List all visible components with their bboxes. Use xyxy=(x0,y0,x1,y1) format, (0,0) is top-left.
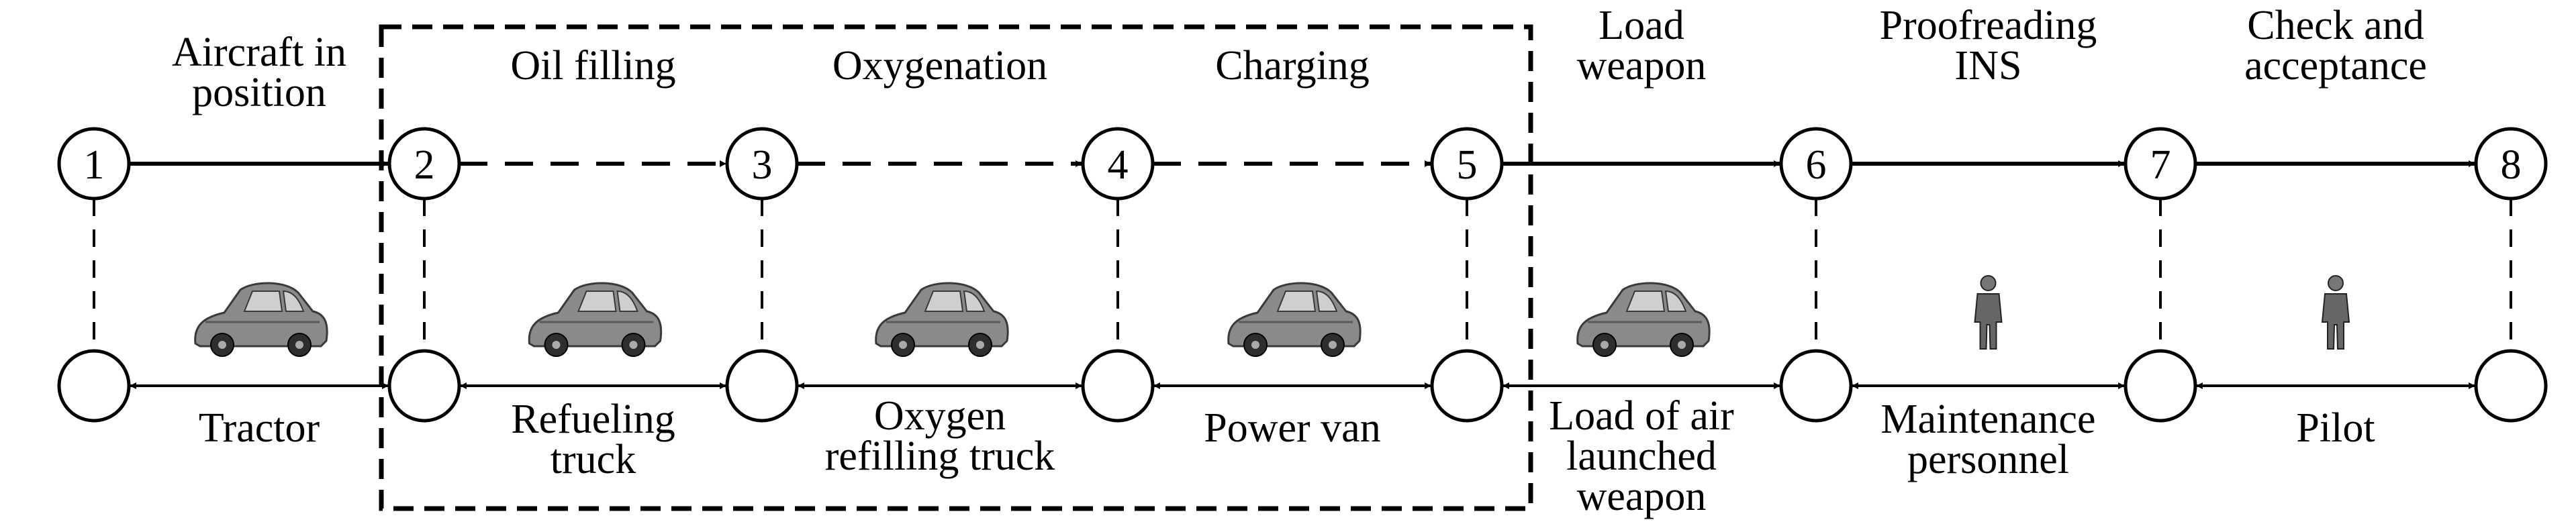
person-icon xyxy=(1974,275,2003,350)
resource-label: Refueling xyxy=(511,397,675,442)
process-node-number: 7 xyxy=(2150,142,2171,188)
process-node-number: 4 xyxy=(1108,142,1129,188)
resource-label: truck xyxy=(551,437,636,482)
resource-label: refilling truck xyxy=(825,433,1055,479)
process-node xyxy=(2474,127,2548,201)
process-node-number: 6 xyxy=(1806,142,1827,188)
resource-label: Pilot xyxy=(2296,405,2375,451)
car-icon xyxy=(528,282,663,357)
process-node xyxy=(725,127,799,201)
resource-label: Power van xyxy=(1204,405,1380,451)
process-node-number: 1 xyxy=(84,142,105,188)
step-label: INS xyxy=(1955,43,2022,89)
car-icon xyxy=(1227,282,1362,357)
process-node-number: 3 xyxy=(752,142,773,188)
resource-icons xyxy=(194,275,2350,357)
resource-node xyxy=(1430,349,1504,423)
resource-label: weapon xyxy=(1577,474,1707,519)
person-icon xyxy=(2321,275,2350,350)
step-label: Charging xyxy=(1215,43,1370,89)
process-node-number: 5 xyxy=(1457,142,1478,188)
resource-node xyxy=(725,349,799,423)
vertical-links xyxy=(93,199,2512,351)
car-icon xyxy=(875,282,1009,357)
process-node xyxy=(1779,127,1853,201)
resource-label: launched xyxy=(1566,433,1717,479)
resource-node xyxy=(387,349,461,423)
step-label: Oil filling xyxy=(510,43,675,89)
resource-label: Oxygen xyxy=(874,393,1006,439)
resource-node xyxy=(1779,349,1853,423)
process-node-number: 8 xyxy=(2501,142,2522,188)
step-label: Proofreading xyxy=(1880,3,2097,48)
resource-label: personnel xyxy=(1907,437,2069,482)
resource-nodes xyxy=(57,349,2548,423)
process-node-number: 2 xyxy=(414,142,435,188)
step-label: Oxygenation xyxy=(832,43,1047,89)
car-icon xyxy=(194,282,328,357)
step-label: Aircraft in xyxy=(172,30,346,75)
step-label: acceptance xyxy=(2244,43,2427,89)
resource-node xyxy=(2474,349,2548,423)
resource-node xyxy=(2124,349,2197,423)
step-label: Load xyxy=(1599,3,1684,48)
process-node xyxy=(1081,127,1155,201)
resource-label: Tractor xyxy=(199,405,320,451)
group-box xyxy=(379,24,1533,511)
process-nodes: 1 2 3 4 5 6 7 8 xyxy=(57,127,2548,201)
process-node xyxy=(387,127,461,201)
step-label: weapon xyxy=(1577,43,1707,89)
resource-node xyxy=(57,349,131,423)
car-icon xyxy=(1576,282,1711,357)
step-label: Check and xyxy=(2247,3,2424,48)
resource-label: Load of air xyxy=(1549,393,1734,439)
resource-label: Maintenance xyxy=(1880,397,2095,442)
process-node xyxy=(1430,127,1504,201)
process-node xyxy=(57,127,131,201)
resource-node xyxy=(1081,349,1155,423)
step-label: position xyxy=(192,70,326,115)
process-node xyxy=(2124,127,2197,201)
